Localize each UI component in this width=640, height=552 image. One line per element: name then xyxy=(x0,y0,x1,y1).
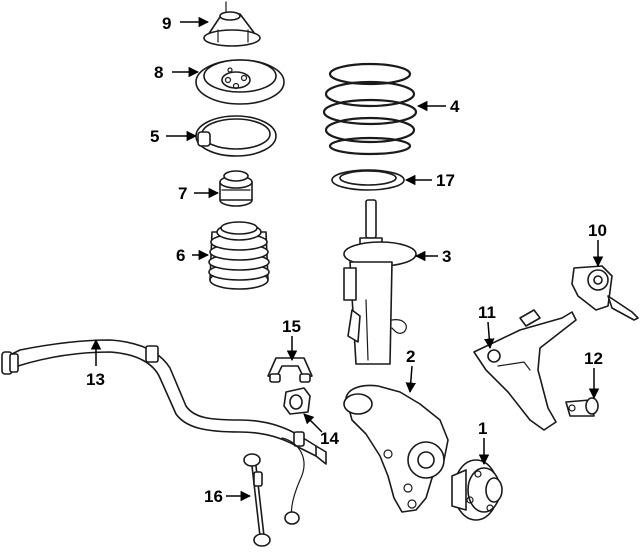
callout-10: 10 xyxy=(588,221,607,240)
callout-labels: 9 8 5 7 6 4 17 3 10 11 12 2 1 13 15 14 1… xyxy=(86,14,607,506)
dust-boot-part xyxy=(208,221,270,290)
strut-mount-part xyxy=(203,1,261,47)
callout-15: 15 xyxy=(282,317,301,336)
upper-spring-seat-part xyxy=(195,59,285,105)
callout-14: 14 xyxy=(320,429,339,448)
callout-9: 9 xyxy=(162,14,171,33)
spring-insulator-part xyxy=(195,115,277,157)
callout-8: 8 xyxy=(154,63,163,82)
callout-5: 5 xyxy=(150,127,159,146)
stabilizer-link-part xyxy=(243,437,305,547)
callout-17: 17 xyxy=(436,171,455,190)
callout-12: 12 xyxy=(584,349,603,368)
callout-7: 7 xyxy=(178,184,187,203)
steering-knuckle-part xyxy=(343,384,449,513)
leader-11 xyxy=(484,321,495,350)
strut-assembly-part xyxy=(343,199,417,365)
callout-13: 13 xyxy=(86,370,105,389)
leader-2 xyxy=(405,365,416,394)
callout-6: 6 xyxy=(176,246,185,265)
callout-1: 1 xyxy=(478,419,487,438)
control-arm-bushing-part xyxy=(571,265,639,321)
stabilizer-bushing-part xyxy=(283,387,311,415)
callout-2: 2 xyxy=(406,347,415,366)
wheel-hub-part xyxy=(451,459,503,521)
leader-lines xyxy=(90,16,604,502)
stabilizer-clamp-part xyxy=(267,357,313,383)
callout-3: 3 xyxy=(442,247,451,266)
callout-4: 4 xyxy=(450,97,460,116)
tie-rod-end-part xyxy=(565,397,599,417)
callout-16: 16 xyxy=(204,487,223,506)
leader-14 xyxy=(303,413,323,433)
lower-spring-insulator-part xyxy=(331,169,405,191)
callout-11: 11 xyxy=(478,303,496,322)
bump-stop-part xyxy=(219,170,253,207)
lower-control-arm-part xyxy=(473,309,577,431)
coil-spring-part xyxy=(322,62,418,156)
stabilizer-bar-part xyxy=(1,339,327,465)
